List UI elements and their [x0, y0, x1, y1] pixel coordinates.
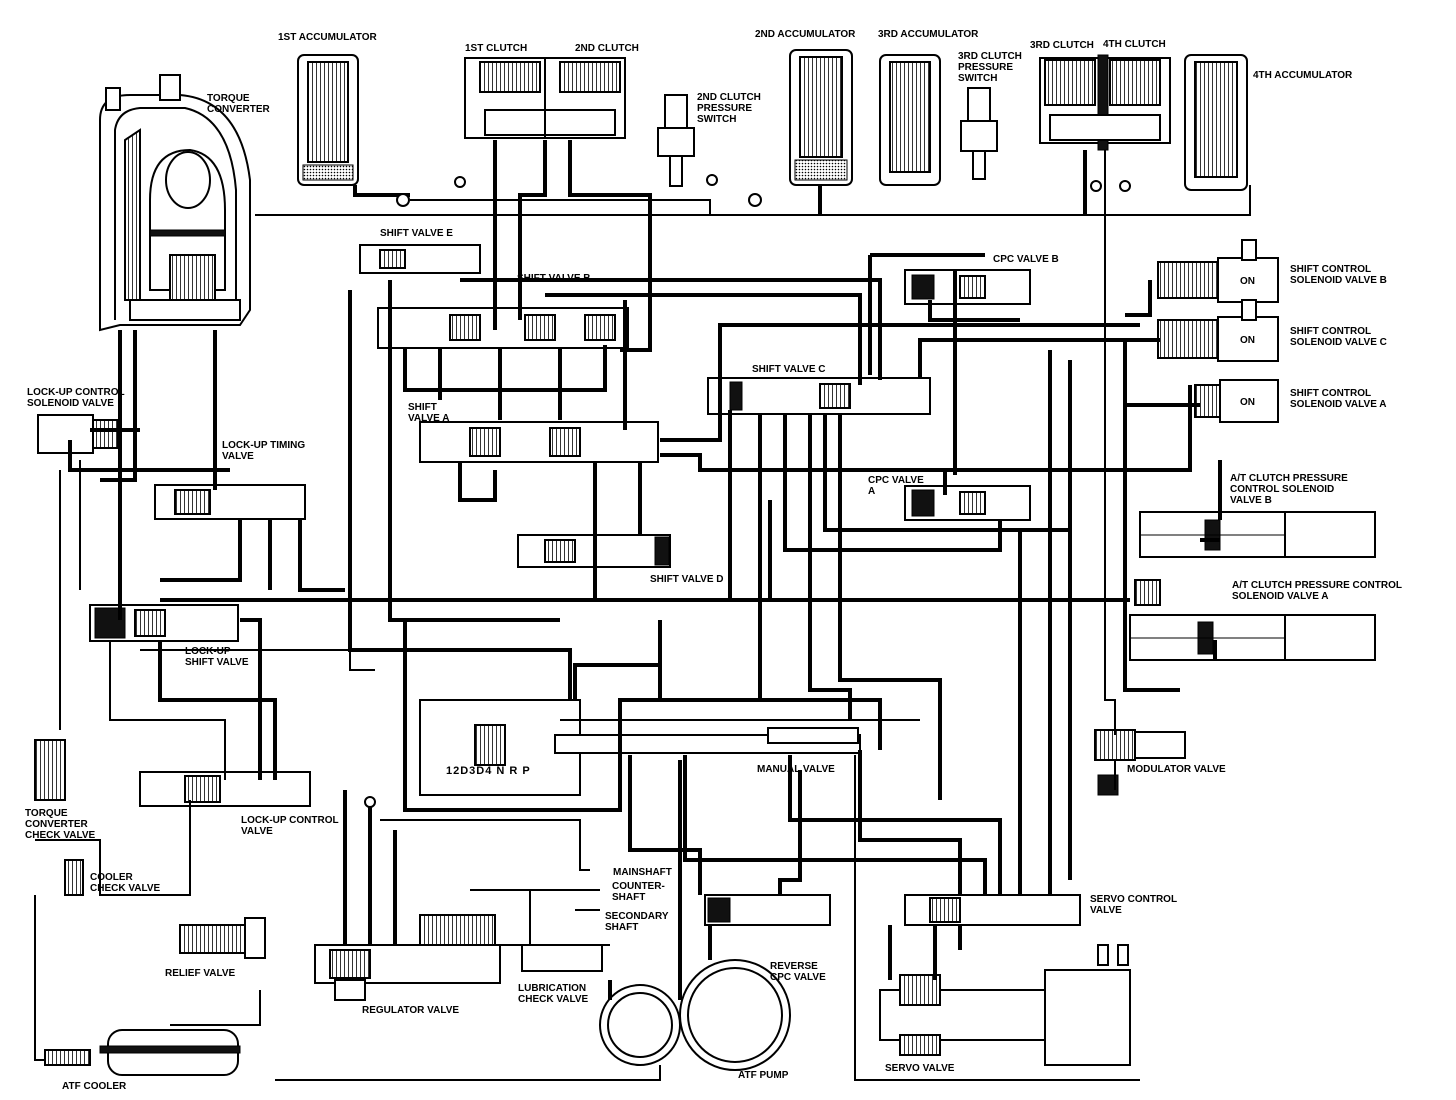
- lockup-timing-valve: [154, 484, 306, 520]
- secondary-shaft-label: SECONDARY SHAFT: [605, 911, 669, 933]
- shift-valve-b-label: SHIFT VALVE B: [517, 273, 591, 284]
- shift-control-solenoid-b: ON: [1157, 239, 1279, 303]
- shift-valve-e: [359, 244, 481, 274]
- second-clutch-pressure-switch: [657, 94, 695, 187]
- cpc-valve-b-label: CPC VALVE B: [993, 254, 1059, 265]
- shift-valve-c-label: SHIFT VALVE C: [752, 364, 826, 375]
- third-clutch-label: 3RD CLUTCH: [1030, 40, 1094, 51]
- torque-converter-label: TORQUE CONVERTER: [207, 93, 270, 115]
- shift-valve-b: [377, 307, 629, 349]
- third-accumulator-label: 3RD ACCUMULATOR: [878, 29, 979, 40]
- relief-valve-label: RELIEF VALVE: [165, 968, 236, 979]
- modulator-valve-label: MODULATOR VALVE: [1127, 764, 1226, 775]
- at-clutch-pressure-solenoid-b: [1139, 511, 1376, 558]
- fourth-clutch-label: 4TH CLUTCH: [1103, 39, 1166, 50]
- first-second-clutch: [464, 57, 626, 139]
- third-fourth-clutch: [1039, 54, 1171, 151]
- shift-valve-c: [707, 377, 931, 415]
- first-accumulator: [297, 54, 359, 186]
- relief-valve: [179, 917, 266, 959]
- countershaft-label: COUNTER- SHAFT: [612, 881, 665, 903]
- solenoid-b-state: ON: [1240, 276, 1255, 287]
- third-clutch-pressure-switch-label: 3RD CLUTCH PRESSURE SWITCH: [958, 51, 1022, 84]
- manual-valve-position-indicator: 12D3D4 N R P: [446, 765, 531, 777]
- lockup-timing-valve-label: LOCK-UP TIMING VALVE: [222, 440, 306, 462]
- mainshaft-label: MAINSHAFT: [613, 867, 672, 878]
- lockup-control-solenoid-label: LOCK-UP CONTROL SOLENOID VALVE: [27, 387, 125, 409]
- modulator-valve: [1094, 729, 1186, 796]
- cooler-check-valve-label: COOLER CHECK VALVE: [90, 872, 161, 894]
- lockup-control-solenoid: [37, 414, 119, 454]
- shift-control-solenoid-b-label: SHIFT CONTROL SOLENOID VALVE B: [1290, 264, 1387, 286]
- pressure-gauges: [364, 174, 1131, 808]
- regulator-valve-label: REGULATOR VALVE: [362, 1005, 460, 1016]
- lubrication-check-valve-label: LUBRICATION CHECK VALVE: [518, 983, 589, 1005]
- at-clutch-pressure-solenoid-a: [1129, 579, 1376, 661]
- reverse-cpc-valve-label: REVERSE CPC VALVE: [770, 961, 826, 983]
- manual-valve: [419, 699, 920, 796]
- second-clutch-pressure-switch-label: 2ND CLUTCH PRESSURE SWITCH: [697, 92, 761, 125]
- torque-converter: [99, 74, 251, 332]
- shift-control-solenoid-a: ON: [1194, 379, 1279, 423]
- cpc-valve-a: [904, 485, 1031, 521]
- lockup-shift-valve-label: LOCK-UP SHIFT VALVE: [185, 646, 249, 668]
- shift-valve-e-label: SHIFT VALVE E: [380, 228, 453, 239]
- first-accumulator-label: 1ST ACCUMULATOR: [278, 32, 377, 43]
- hydraulic-lines: [34, 140, 1251, 1081]
- atf-cooler: [44, 1029, 241, 1076]
- shift-control-solenoid-a-label: SHIFT CONTROL SOLENOID VALVE A: [1290, 388, 1387, 410]
- lockup-control-valve-label: LOCK-UP CONTROL VALVE: [241, 815, 339, 837]
- atf-pump-label: ATF PUMP: [738, 1070, 789, 1081]
- servo-valve: [879, 944, 1131, 1066]
- at-clutch-pressure-solenoid-b-label: A/T CLUTCH PRESSURE CONTROL SOLENOID VAL…: [1230, 473, 1348, 506]
- fourth-accumulator: [1184, 54, 1248, 191]
- cpc-valve-a-label: CPC VALVE A: [868, 475, 924, 497]
- solenoid-c-state: ON: [1240, 335, 1255, 346]
- second-accumulator-label: 2ND ACCUMULATOR: [755, 29, 856, 40]
- torque-converter-check-valve: [34, 739, 66, 801]
- first-clutch-label: 1ST CLUTCH: [465, 43, 528, 54]
- third-accumulator: [879, 54, 941, 186]
- at-clutch-pressure-solenoid-a-label: A/T CLUTCH PRESSURE CONTROL SOLENOID VAL…: [1232, 580, 1402, 602]
- second-accumulator: [789, 49, 853, 186]
- reverse-cpc-valve: [704, 894, 831, 926]
- shift-valve-a-label: SHIFT VALVE A: [408, 402, 450, 424]
- cooler-check-valve: [64, 859, 84, 896]
- servo-control-valve-label: SERVO CONTROL VALVE: [1090, 894, 1178, 916]
- third-clutch-pressure-switch: [960, 87, 998, 180]
- manual-valve-label: MANUAL VALVE: [757, 764, 835, 775]
- shift-valve-a: [419, 421, 659, 463]
- torque-converter-check-valve-label: TORQUE CONVERTER CHECK VALVE: [25, 808, 96, 841]
- lockup-shift-valve: [89, 604, 239, 642]
- atf-pump: [599, 959, 791, 1071]
- servo-control-valve: [904, 894, 1081, 926]
- servo-valve-label: SERVO VALVE: [885, 1063, 955, 1074]
- shift-control-solenoid-c-label: SHIFT CONTROL SOLENOID VALVE C: [1290, 326, 1387, 348]
- second-clutch-label: 2ND CLUTCH: [575, 43, 639, 54]
- lubrication-check-valve: [521, 944, 603, 972]
- atf-cooler-label: ATF COOLER: [62, 1081, 127, 1092]
- fourth-accumulator-label: 4TH ACCUMULATOR: [1253, 70, 1353, 81]
- cpc-valve-b: [904, 269, 1031, 305]
- solenoid-a-state: ON: [1240, 397, 1255, 408]
- shift-control-solenoid-c: ON: [1157, 299, 1279, 362]
- regulator-valve: [314, 914, 501, 1001]
- shift-valve-d-label: SHIFT VALVE D: [650, 574, 724, 585]
